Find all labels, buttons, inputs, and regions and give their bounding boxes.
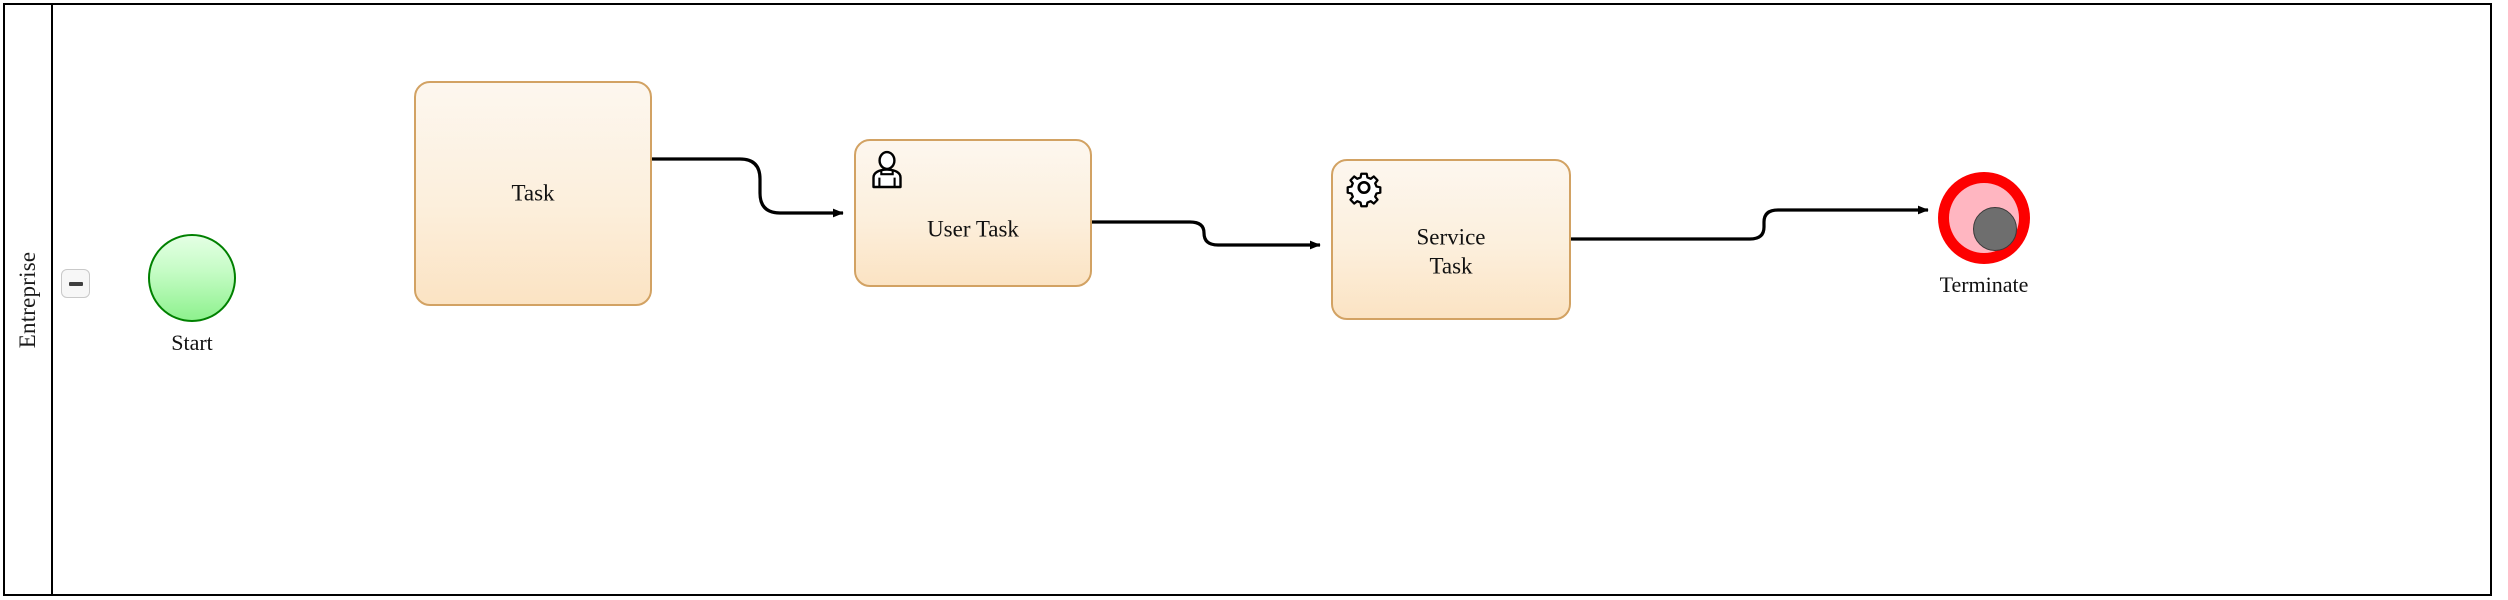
task-service-task[interactable]: Service Task xyxy=(1331,159,1571,320)
minus-icon xyxy=(68,281,83,286)
task-user-task-label: User Task xyxy=(927,216,1019,242)
pool-title: Entreprise xyxy=(15,251,40,348)
start-event[interactable] xyxy=(148,234,236,322)
pool-header: Entreprise xyxy=(5,5,53,594)
task-service-task-label-line2: Task xyxy=(1429,253,1473,279)
task-task-label: Task xyxy=(511,180,555,206)
terminate-ring-band xyxy=(1949,183,2019,253)
start-event-label: Start xyxy=(171,330,213,355)
terminate-end-event[interactable] xyxy=(1938,172,2030,264)
task-service-task-label: Service Task xyxy=(1333,223,1569,281)
pool-collapse-button[interactable] xyxy=(61,269,90,298)
user-icon xyxy=(872,150,902,189)
terminate-core xyxy=(1973,207,2017,251)
pool-entreprise[interactable]: Entreprise xyxy=(3,3,2492,596)
terminate-end-event-label: Terminate xyxy=(1939,272,2029,297)
task-user-task[interactable]: User Task xyxy=(854,139,1092,287)
task-task[interactable]: Task xyxy=(414,81,652,306)
gear-icon xyxy=(1346,172,1382,208)
task-service-task-label-line1: Service xyxy=(1416,224,1486,250)
